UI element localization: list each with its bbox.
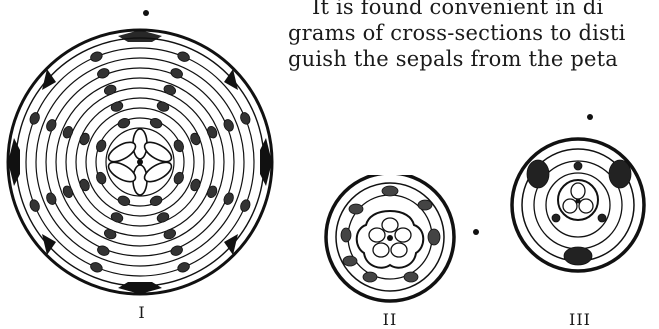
text-line-1: It is found convenient in di (288, 0, 659, 20)
stamen (172, 139, 185, 154)
stamen (176, 50, 191, 63)
figure-1-label: I (112, 303, 172, 322)
stamen (149, 194, 164, 207)
stamen (172, 171, 185, 186)
stamen (117, 194, 132, 207)
axis-dot (473, 229, 479, 235)
stamen (239, 198, 252, 213)
stamen (117, 117, 132, 130)
stamen (89, 261, 104, 274)
stamen (95, 171, 108, 186)
figure-2-label: II (360, 310, 420, 329)
stamen (28, 198, 41, 213)
figure-1-diagram (0, 0, 290, 300)
figure-2-diagram (308, 175, 488, 305)
stamen (95, 139, 108, 154)
body-text: It is found convenient in di grams of cr… (288, 0, 659, 72)
figure-3-diagram (500, 110, 659, 310)
stamen (149, 117, 164, 130)
stamen (239, 111, 252, 126)
axis-dot (587, 114, 593, 120)
stamen (176, 261, 191, 274)
text-line-2: grams of cross-sections to disti (288, 20, 659, 46)
axis-dot (143, 10, 149, 16)
stamen (89, 50, 104, 63)
figure-3-label: III (550, 310, 610, 329)
text-line-3: guish the sepals from the peta (288, 46, 659, 72)
stamen (28, 111, 41, 126)
